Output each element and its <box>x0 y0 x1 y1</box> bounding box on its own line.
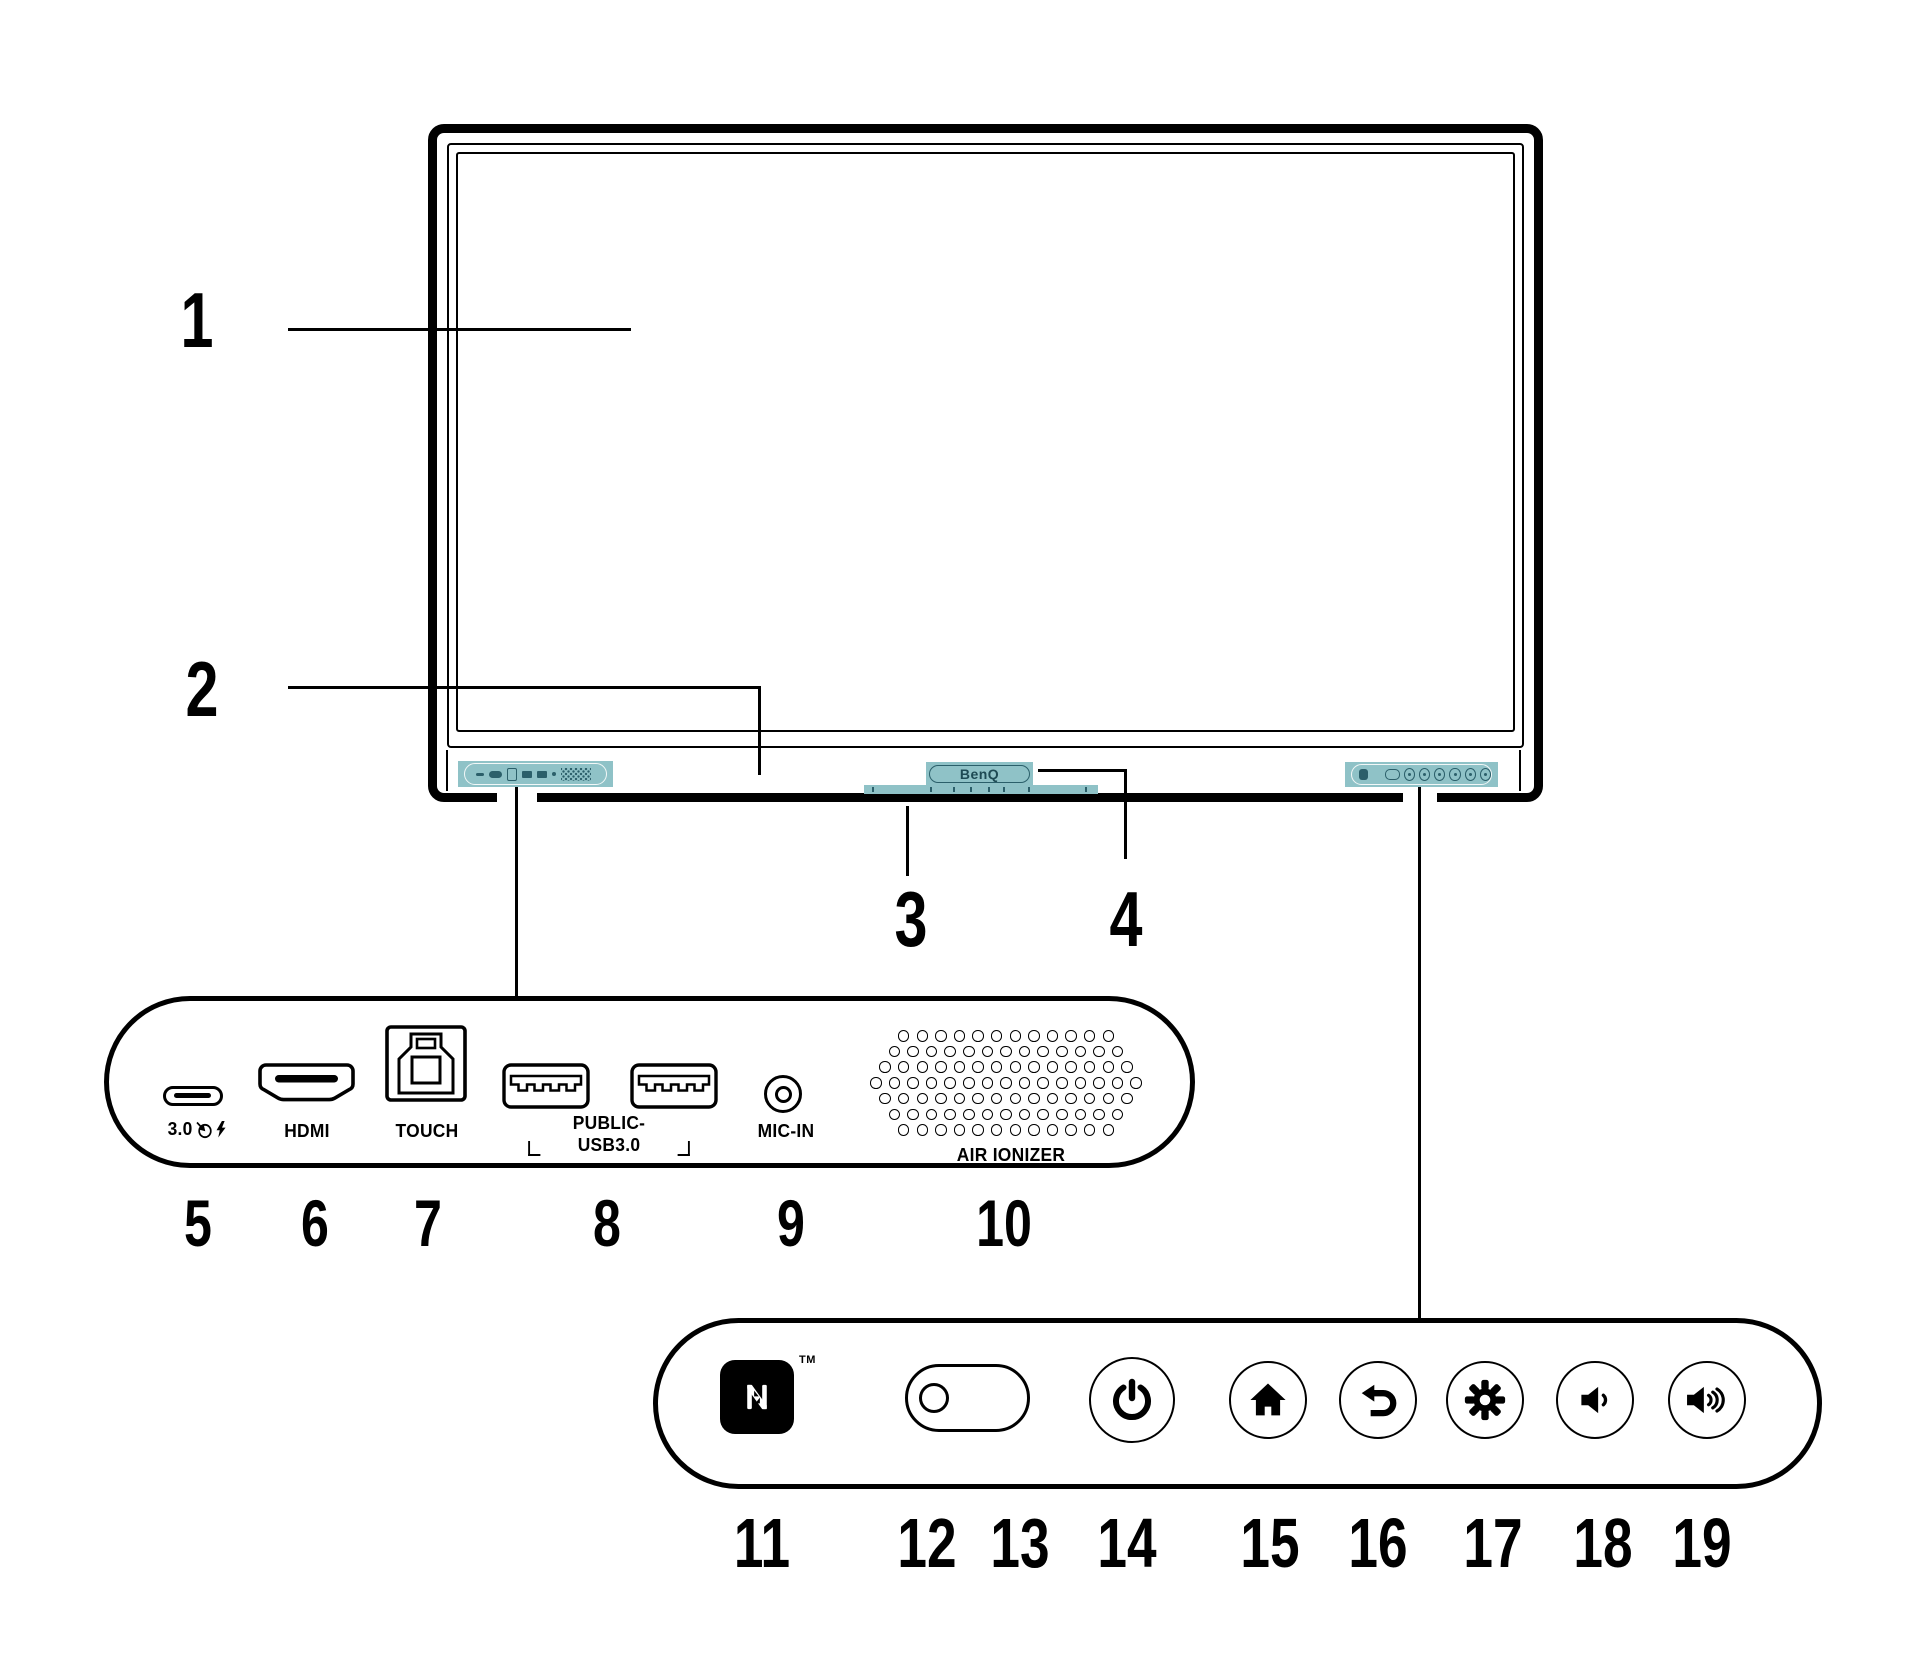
callout-number-nfc: 11 <box>733 1504 791 1582</box>
callout-number-volume-up: 19 <box>1672 1504 1732 1582</box>
callout-line-4 <box>1038 769 1127 772</box>
mini-grille-icon <box>561 767 591 781</box>
mini-touch-port-icon <box>507 767 517 781</box>
public-usb-label: PUBLIC-USB3.0 <box>528 1112 690 1156</box>
hdmi-port <box>258 1063 355 1105</box>
back-icon <box>1361 1384 1397 1417</box>
mini-settings-icon <box>1449 768 1461 781</box>
callout-line-control-panel <box>1418 787 1421 1320</box>
mini-nfc-icon <box>1359 769 1369 780</box>
callout-line-io-panel <box>515 787 518 998</box>
volume-up-icon <box>1687 1386 1725 1414</box>
callout-number-air-ionizer: 10 <box>976 1186 1032 1260</box>
nfc-trademark: TM <box>799 1354 816 1366</box>
power-button <box>1089 1357 1175 1443</box>
touch-label: TOUCH <box>395 1120 459 1141</box>
public-usb-port-2 <box>630 1063 718 1109</box>
callout-number-mic-strip: 3 <box>894 875 928 963</box>
gear-icon <box>1464 1379 1506 1421</box>
volume-up-button <box>1668 1361 1746 1439</box>
callout-number-mic-in: 9 <box>777 1186 805 1260</box>
home-button <box>1229 1361 1307 1439</box>
callout-line-3 <box>906 806 909 876</box>
back-button <box>1339 1361 1417 1439</box>
usb-upstream-icon <box>196 1121 212 1138</box>
usb-c-speed-label: 3.0 <box>167 1118 193 1139</box>
usb-c-port <box>163 1086 223 1106</box>
mini-volume-up-icon <box>1479 768 1492 781</box>
callout-number-sensor-window: 13 <box>990 1504 1050 1582</box>
home-icon <box>1250 1383 1286 1416</box>
front-io-panel <box>458 761 613 787</box>
mini-mic-icon <box>552 772 556 776</box>
volume-down-button <box>1556 1361 1634 1439</box>
mic-in-jack <box>764 1075 802 1113</box>
callout-number-volume-down: 18 <box>1573 1504 1633 1582</box>
callout-number-home: 15 <box>1240 1504 1300 1582</box>
benq-logo-plate: BenQ <box>926 762 1033 785</box>
callout-line-2-drop <box>758 686 761 775</box>
mini-usb-c-icon <box>476 772 484 776</box>
air-ionizer-grille <box>866 1028 1146 1138</box>
mini-usb-port-icon <box>522 770 532 778</box>
hdmi-label: HDMI <box>284 1120 330 1141</box>
power-icon <box>1113 1378 1151 1420</box>
mini-power-icon <box>1403 768 1416 781</box>
display-screen <box>456 152 1515 732</box>
mini-usb-port-icon <box>537 770 547 778</box>
nfc-logo-icon <box>720 1360 794 1434</box>
sensor-toggle <box>905 1364 1030 1432</box>
mini-back-icon <box>1434 768 1446 781</box>
callout-number-front-io: 2 <box>185 645 219 733</box>
bracket-left-icon <box>528 1141 541 1156</box>
public-usb-port-1 <box>502 1063 590 1109</box>
callout-number-sensor: 12 <box>897 1504 957 1582</box>
callout-line-1 <box>288 328 631 331</box>
front-io-panel-outline <box>464 763 607 785</box>
callout-number-logo: 4 <box>1109 875 1143 963</box>
mini-home-icon <box>1419 768 1431 781</box>
callout-number-hdmi: 6 <box>301 1186 329 1260</box>
volume-down-icon <box>1581 1386 1608 1414</box>
air-ionizer-label: AIR IONIZER <box>956 1144 1066 1165</box>
mic-array-strip <box>864 785 1098 794</box>
usb-c-slot <box>174 1093 211 1098</box>
callout-number-screen: 1 <box>180 276 214 364</box>
fast-charge-bolt-icon <box>216 1120 226 1137</box>
sensor-knob <box>919 1383 949 1413</box>
mini-toggle-icon <box>1384 769 1400 780</box>
callout-line-2 <box>288 686 761 689</box>
callout-line-4-drop <box>1124 769 1127 859</box>
chin-right-edge <box>1519 750 1521 791</box>
bracket-right-icon <box>677 1141 690 1156</box>
mic-in-label: MIC-IN <box>757 1120 815 1141</box>
front-control-panel-outline <box>1351 764 1492 785</box>
callout-number-touch: 7 <box>414 1186 442 1260</box>
callout-number-settings: 17 <box>1463 1504 1523 1582</box>
mini-volume-down-icon <box>1464 768 1476 781</box>
mini-hdmi-icon <box>489 770 502 778</box>
callout-number-usb-c: 5 <box>184 1186 212 1260</box>
benq-logo: BenQ <box>929 764 1030 783</box>
usb-c-label: 3.0 <box>157 1118 238 1140</box>
settings-button <box>1446 1361 1524 1439</box>
touch-port <box>385 1025 467 1102</box>
callout-number-power: 14 <box>1097 1504 1157 1582</box>
callout-number-back: 16 <box>1348 1504 1408 1582</box>
public-usb-label-text: PUBLIC-USB3.0 <box>572 1112 646 1155</box>
chin-left-edge <box>446 750 448 791</box>
callout-number-public-usb: 8 <box>593 1186 621 1260</box>
front-control-panel <box>1345 762 1498 787</box>
